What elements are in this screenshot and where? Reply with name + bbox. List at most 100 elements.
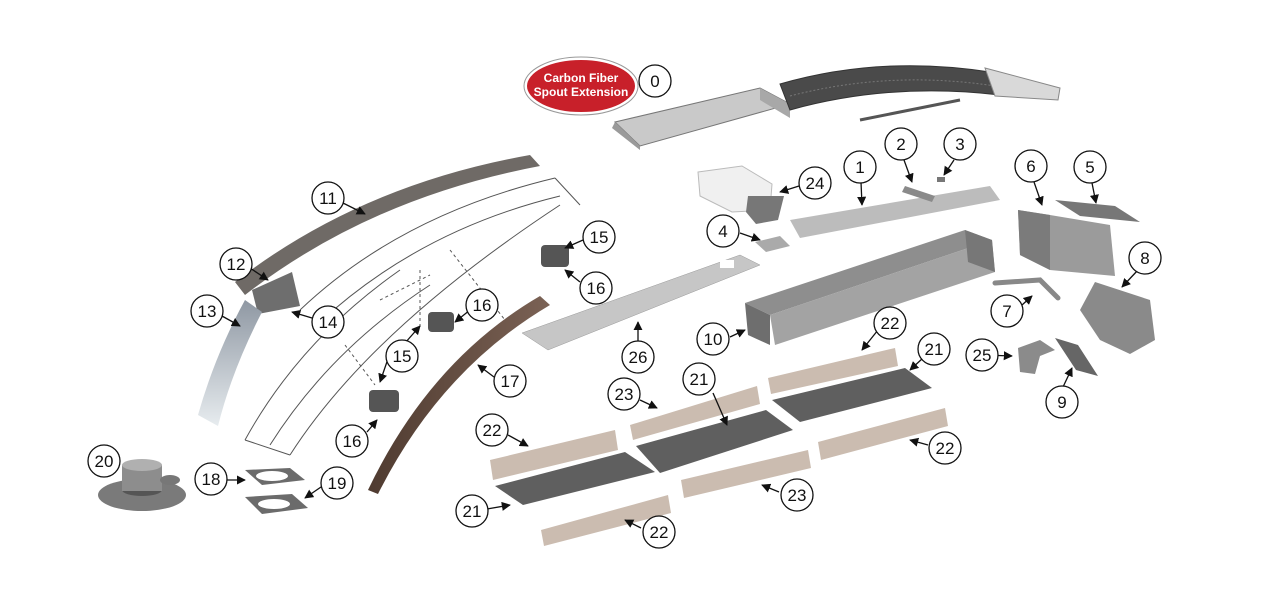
callout-19: 19 (320, 466, 354, 500)
callout-12: 12 (219, 247, 253, 281)
callout-3: 3 (943, 127, 977, 161)
part-1-top-plate (790, 186, 1000, 238)
svg-text:10: 10 (704, 330, 723, 349)
callout-circles: 0 1 2 3 4 5 6 7 8 9 10 11 12 13 14 15 15… (87, 64, 1162, 549)
badge-line1: Carbon Fiber (544, 71, 619, 85)
part-3-clip (937, 177, 945, 182)
callout-15b: 15 (385, 339, 419, 373)
part-24-bracket (697, 165, 784, 224)
part-5-plate (1055, 200, 1140, 222)
callout-23a: 23 (607, 377, 641, 411)
svg-text:11: 11 (319, 189, 337, 208)
svg-text:18: 18 (202, 470, 221, 489)
part-4-small-plate (755, 236, 790, 252)
svg-text:12: 12 (227, 255, 246, 274)
svg-text:21: 21 (925, 340, 944, 359)
callout-22c: 22 (928, 431, 962, 465)
part-25-bracket (1018, 340, 1055, 374)
part-19-gasket (245, 494, 308, 514)
leader-lines (221, 159, 1139, 529)
svg-text:22: 22 (483, 421, 502, 440)
part-11-outer-curved-panel (235, 155, 540, 295)
callout-21a: 21 (682, 362, 716, 396)
svg-text:3: 3 (955, 135, 964, 154)
svg-text:23: 23 (788, 486, 807, 505)
callout-6: 6 (1014, 149, 1048, 183)
svg-text:9: 9 (1057, 393, 1066, 412)
svg-text:16: 16 (343, 432, 362, 451)
callout-10: 10 (696, 322, 730, 356)
svg-text:26: 26 (629, 348, 648, 367)
svg-text:1: 1 (855, 158, 864, 177)
svg-text:16: 16 (473, 296, 492, 315)
svg-text:15: 15 (590, 228, 609, 247)
callout-5: 5 (1073, 150, 1107, 184)
callout-13: 13 (190, 294, 224, 328)
part-15-16-liner-pads (369, 245, 569, 412)
part-7-rod (992, 277, 1061, 301)
svg-text:5: 5 (1085, 158, 1094, 177)
badge-line2: Spout Extension (534, 85, 629, 99)
svg-text:17: 17 (501, 372, 520, 391)
callout-21c: 21 (455, 494, 489, 528)
callout-26: 26 (621, 340, 655, 374)
svg-text:21: 21 (690, 370, 709, 389)
svg-text:19: 19 (328, 474, 347, 493)
svg-text:20: 20 (95, 452, 114, 471)
callout-9: 9 (1045, 385, 1079, 419)
callout-20: 20 (87, 444, 121, 478)
callout-16a: 16 (579, 271, 613, 305)
callout-14: 14 (311, 305, 345, 339)
callout-2: 2 (884, 127, 918, 161)
part-12-joint-plate (252, 272, 300, 314)
part-20-base-ring (98, 459, 186, 511)
svg-text:25: 25 (973, 346, 992, 365)
callout-0: 0 (638, 64, 672, 98)
svg-text:16: 16 (587, 279, 606, 298)
part-17-brown-strip (368, 296, 550, 494)
callout-15a: 15 (582, 220, 616, 254)
svg-text:13: 13 (198, 302, 217, 321)
part-9-plate (1055, 338, 1098, 376)
assembled-spout (612, 65, 1061, 150)
svg-text:6: 6 (1026, 157, 1035, 176)
part-18-gasket (245, 468, 305, 485)
svg-text:4: 4 (718, 222, 727, 241)
callout-8: 8 (1128, 241, 1162, 275)
svg-text:7: 7 (1002, 302, 1011, 321)
callout-4: 4 (706, 214, 740, 248)
callout-16b: 16 (465, 288, 499, 322)
callout-1: 1 (843, 150, 877, 184)
svg-text:8: 8 (1140, 249, 1149, 268)
part-13-side-panel (198, 300, 262, 426)
svg-text:14: 14 (319, 313, 338, 332)
callout-23b: 23 (780, 478, 814, 512)
svg-text:22: 22 (936, 439, 955, 458)
part-6-hood (1018, 210, 1115, 276)
svg-text:2: 2 (896, 135, 905, 154)
callout-11: 11 (311, 181, 345, 215)
svg-text:22: 22 (650, 523, 669, 542)
svg-text:24: 24 (806, 174, 825, 193)
callout-17: 17 (493, 364, 527, 398)
svg-text:21: 21 (463, 502, 482, 521)
part-8-deflector (1080, 282, 1155, 354)
curved-frame-wireframe (244, 177, 581, 456)
liner-plates (490, 348, 948, 546)
part-10-channel (745, 230, 995, 345)
svg-text:22: 22 (881, 314, 900, 333)
callout-22a: 22 (873, 306, 907, 340)
callout-24: 24 (798, 166, 832, 200)
carbon-fiber-badge: Carbon Fiber Spout Extension (523, 56, 639, 116)
callout-22b: 22 (475, 413, 509, 447)
svg-text:0: 0 (650, 72, 659, 91)
svg-text:15: 15 (393, 347, 412, 366)
part-26-long-plate (521, 254, 761, 351)
svg-text:23: 23 (615, 385, 634, 404)
callout-21b: 21 (917, 332, 951, 366)
callout-22d: 22 (642, 515, 676, 549)
callout-18: 18 (194, 462, 228, 496)
callout-25: 25 (965, 338, 999, 372)
part-2-strip (902, 186, 935, 202)
